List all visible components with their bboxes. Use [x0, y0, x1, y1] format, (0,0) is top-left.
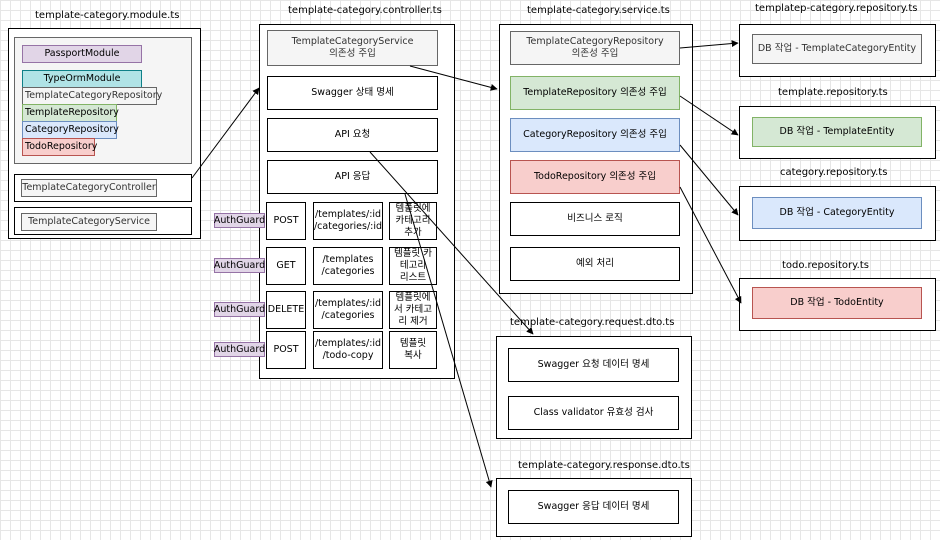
service-category-repo-dep: CategoryRepository 의존성 주입: [510, 118, 680, 152]
service-todo-repo-dep: TodoRepository 의존성 주입: [510, 160, 680, 194]
response-dto-title: template-category.response.dto.ts: [518, 460, 690, 471]
request-dto-swagger: Swagger 요청 데이터 명세: [508, 348, 679, 382]
edge-request-to-request-dto: [369, 151, 534, 335]
module-service-box: TemplateCategoryService: [14, 207, 192, 235]
route-2-path: /templates /categories: [313, 247, 383, 285]
service-template-repo-dep: TemplateRepository 의존성 주입: [510, 76, 680, 110]
route-4-path: /templates/:id /todo-copy: [313, 331, 383, 369]
controller-api-request: API 요청: [267, 118, 438, 152]
controller-api-response: API 응답: [267, 160, 438, 194]
edge-service-to-repo-1: [679, 40, 739, 49]
module-service-label: TemplateCategoryService: [21, 213, 157, 231]
route-3-guard: AuthGuard: [214, 302, 265, 317]
module-controller-box: TemplateCategoryController: [14, 174, 192, 202]
route-1-path: /templates/:id /categories/:id: [313, 202, 383, 240]
route-3-method: DELETE: [266, 291, 306, 329]
edge-service-to-repo-3: [679, 144, 739, 216]
route-2-desc: 템플릿 카 테고리 리스트: [389, 247, 437, 285]
response-dto-swagger: Swagger 응답 데이터 명세: [508, 490, 679, 524]
service-template-category-repo-dep: TemplateCategoryRepository 의존성 주입: [510, 31, 680, 65]
request-dto-validator: Class validator 유효성 검사: [508, 396, 679, 430]
request-dto-title: template-category.request.dto.ts: [510, 317, 675, 328]
route-4-guard: AuthGuard: [214, 342, 265, 357]
edge-response-to-response-dto: [404, 193, 493, 488]
module-controller-label: TemplateCategoryController: [21, 179, 157, 197]
route-1-guard: AuthGuard: [214, 213, 265, 228]
route-2-guard: AuthGuard: [214, 258, 265, 273]
repo-3-entity: DB 작업 - CategoryEntity: [752, 197, 922, 229]
edge-service-to-repo-2: [679, 95, 739, 136]
route-4-desc: 템플릿 복사: [389, 331, 437, 369]
route-1-method: POST: [266, 202, 306, 240]
route-4-method: POST: [266, 331, 306, 369]
repo-4-title: todo.repository.ts: [782, 260, 869, 271]
repo-1-title: templatep-category.repository.ts: [755, 3, 918, 14]
import-passport-module: PassportModule: [22, 45, 142, 63]
service-title: template-category.service.ts: [527, 5, 670, 16]
repo-4-entity: DB 작업 - TodoEntity: [752, 287, 922, 319]
route-2-method: GET: [266, 247, 306, 285]
repo-2-entity: DB 작업 - TemplateEntity: [752, 117, 922, 147]
route-3-path: /templates/:id /categories: [313, 291, 383, 329]
route-3-desc: 템플릿에 서 카테고 리 제거: [389, 291, 437, 329]
edge-module-to-controller: [191, 87, 260, 179]
repo-1-entity: DB 작업 - TemplateCategoryEntity: [752, 34, 922, 64]
import-todo-repository: TodoRepository: [22, 138, 97, 156]
edge-service-to-repo-4: [679, 186, 742, 304]
repo-2-title: template.repository.ts: [778, 87, 888, 98]
controller-title: template-category.controller.ts: [288, 5, 442, 16]
edge-controller-to-service: [409, 65, 498, 91]
controller-swagger-spec: Swagger 상태 명세: [267, 76, 438, 110]
controller-service-dependency: TemplateCategoryService 의존성 주입: [267, 30, 438, 66]
module-title: template-category.module.ts: [35, 10, 180, 21]
service-business-logic: 비즈니스 로직: [510, 202, 680, 236]
repo-3-title: category.repository.ts: [780, 167, 888, 178]
service-exception-handling: 예외 처리: [510, 247, 680, 281]
